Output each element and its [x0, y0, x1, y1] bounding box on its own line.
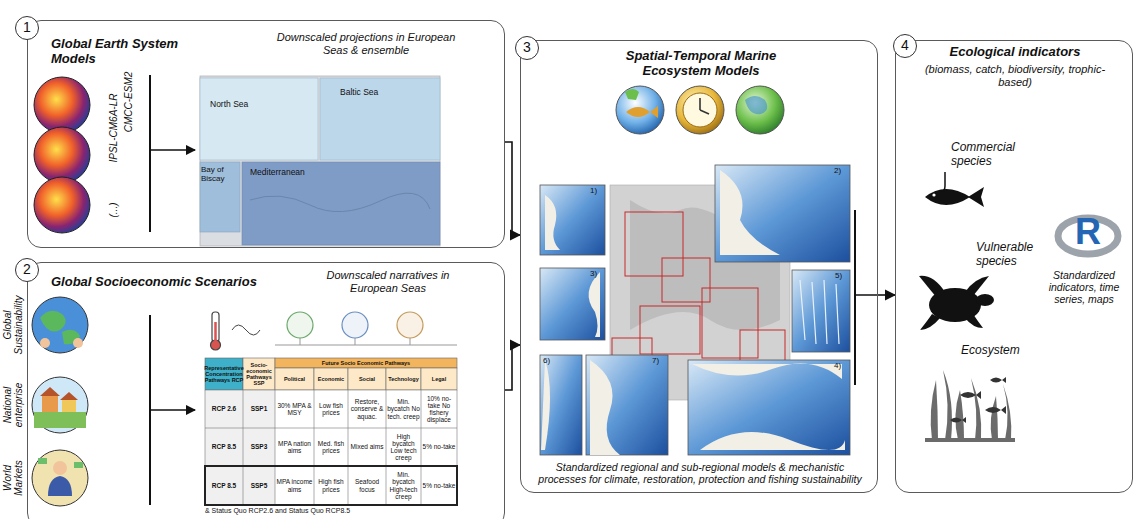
- panel-title: Global Socioeconomic Scenarios: [51, 275, 301, 290]
- table-cell: Political: [275, 368, 314, 390]
- callout-number: 2: [15, 258, 39, 282]
- panel-box: Spatial-Temporal Marine Ecosystem Models…: [520, 40, 878, 493]
- indicator-label: Ecosystem: [961, 344, 1051, 358]
- scenario-label: National enterprise: [2, 374, 24, 436]
- sea-label: North Sea: [210, 100, 290, 109]
- indicator-label: Vulnerable species: [976, 241, 1056, 269]
- sea-label: Bay of Biscay: [201, 166, 239, 184]
- panel-subtitle: Downscaled narratives in European Seas: [303, 269, 473, 294]
- table-cell: SSP1: [243, 390, 275, 428]
- model-name: IPSL-CM6A-LR: [108, 83, 119, 173]
- panel-title: Ecological indicators: [920, 45, 1110, 60]
- flow-arrow: [505, 345, 520, 390]
- panel-title: Spatial-Temporal Marine Ecosystem Models: [601, 49, 801, 79]
- model-name: CMCC-ESM2: [123, 62, 134, 142]
- map-number: 6): [543, 357, 557, 366]
- table-cell: Seafood focus: [348, 466, 386, 505]
- table-cell: High bycatch Low tech creep: [386, 428, 421, 466]
- map-number: 2): [834, 167, 848, 176]
- table-cell: Social: [348, 368, 386, 390]
- sea-label: Mediterranean: [250, 168, 340, 177]
- table-cell: Legal: [421, 368, 457, 390]
- table-cell: MPA income aims: [275, 466, 314, 505]
- table-cell: Economic: [314, 368, 348, 390]
- indicator-label: Commercial species: [951, 141, 1031, 169]
- table-cell: Mixed aims: [348, 428, 386, 466]
- map-number: 4): [834, 362, 848, 371]
- callout-number: 1: [15, 16, 39, 40]
- table-cell: Restore, conserve & aquac.: [348, 390, 386, 428]
- map-number: 3): [590, 270, 604, 279]
- map-number: 1): [590, 187, 604, 196]
- indicator-note: Standardized indicators, time series, ma…: [1042, 269, 1126, 305]
- map-number: 7): [652, 357, 666, 366]
- callout-number: 3: [515, 36, 539, 60]
- table-cell: RCP 8.5: [205, 428, 243, 466]
- table-cell: Representative Concentration Pathways RC…: [205, 358, 243, 390]
- model-name: (...): [108, 195, 119, 225]
- table-cell: 30% MPA & MSY: [275, 390, 314, 428]
- r-logo-letter: R: [1071, 212, 1105, 252]
- table-footnote: & Status Quo RCP2.6 and Status Quo RCP8.…: [205, 507, 455, 515]
- table-cell: Socio-economic Pathways SSP: [243, 358, 275, 390]
- table-cell: 5% no-take: [421, 466, 457, 505]
- table-cell: Technology: [386, 368, 421, 390]
- table-cell: SSP3: [243, 428, 275, 466]
- panel-subtitle: (biomass, catch, biodiversity, trophic-b…: [910, 63, 1120, 88]
- flow-arrow: [878, 294, 895, 296]
- table-cell: Med. fish prices: [314, 428, 348, 466]
- table-cell: 10% no-take No fishery displace: [421, 390, 457, 428]
- panel-box: Global Earth System Models Downscaled pro…: [27, 20, 505, 248]
- panel-title: Global Earth System Models: [51, 37, 201, 67]
- table-cell: RCP 2.6: [205, 390, 243, 428]
- panel-subtitle: Downscaled projections in European Seas …: [266, 31, 466, 56]
- flow-arrow: [505, 142, 520, 235]
- panel-caption: Standardized regional and sub-regional m…: [535, 461, 865, 485]
- sea-label: Baltic Sea: [340, 88, 420, 97]
- map-number: 5): [835, 272, 849, 281]
- table-cell: MPA nation aims: [275, 428, 314, 466]
- callout-number: 4: [893, 34, 917, 58]
- table-cell: SSP5: [243, 466, 275, 505]
- panel-box: Global Socioeconomic ScenariosDownscaled…: [27, 262, 505, 519]
- table-cell: High fish prices: [314, 466, 348, 505]
- table-cell: Min. bycatch High-tech creep: [386, 466, 421, 505]
- table-cell: Future Socio Economic Pathways: [275, 358, 457, 368]
- table-cell: 5% no-take: [421, 428, 457, 466]
- scenario-label: Global Sustainability: [2, 294, 24, 356]
- table-cell: RCP 8.5: [205, 466, 243, 505]
- scenario-label: World Markets: [2, 447, 24, 509]
- table-cell: Low fish prices: [314, 390, 348, 428]
- table-cell: Min. bycatch No tech. creep: [386, 390, 421, 428]
- panel-box: Ecological indicators (biomass, catch, bi…: [895, 40, 1133, 493]
